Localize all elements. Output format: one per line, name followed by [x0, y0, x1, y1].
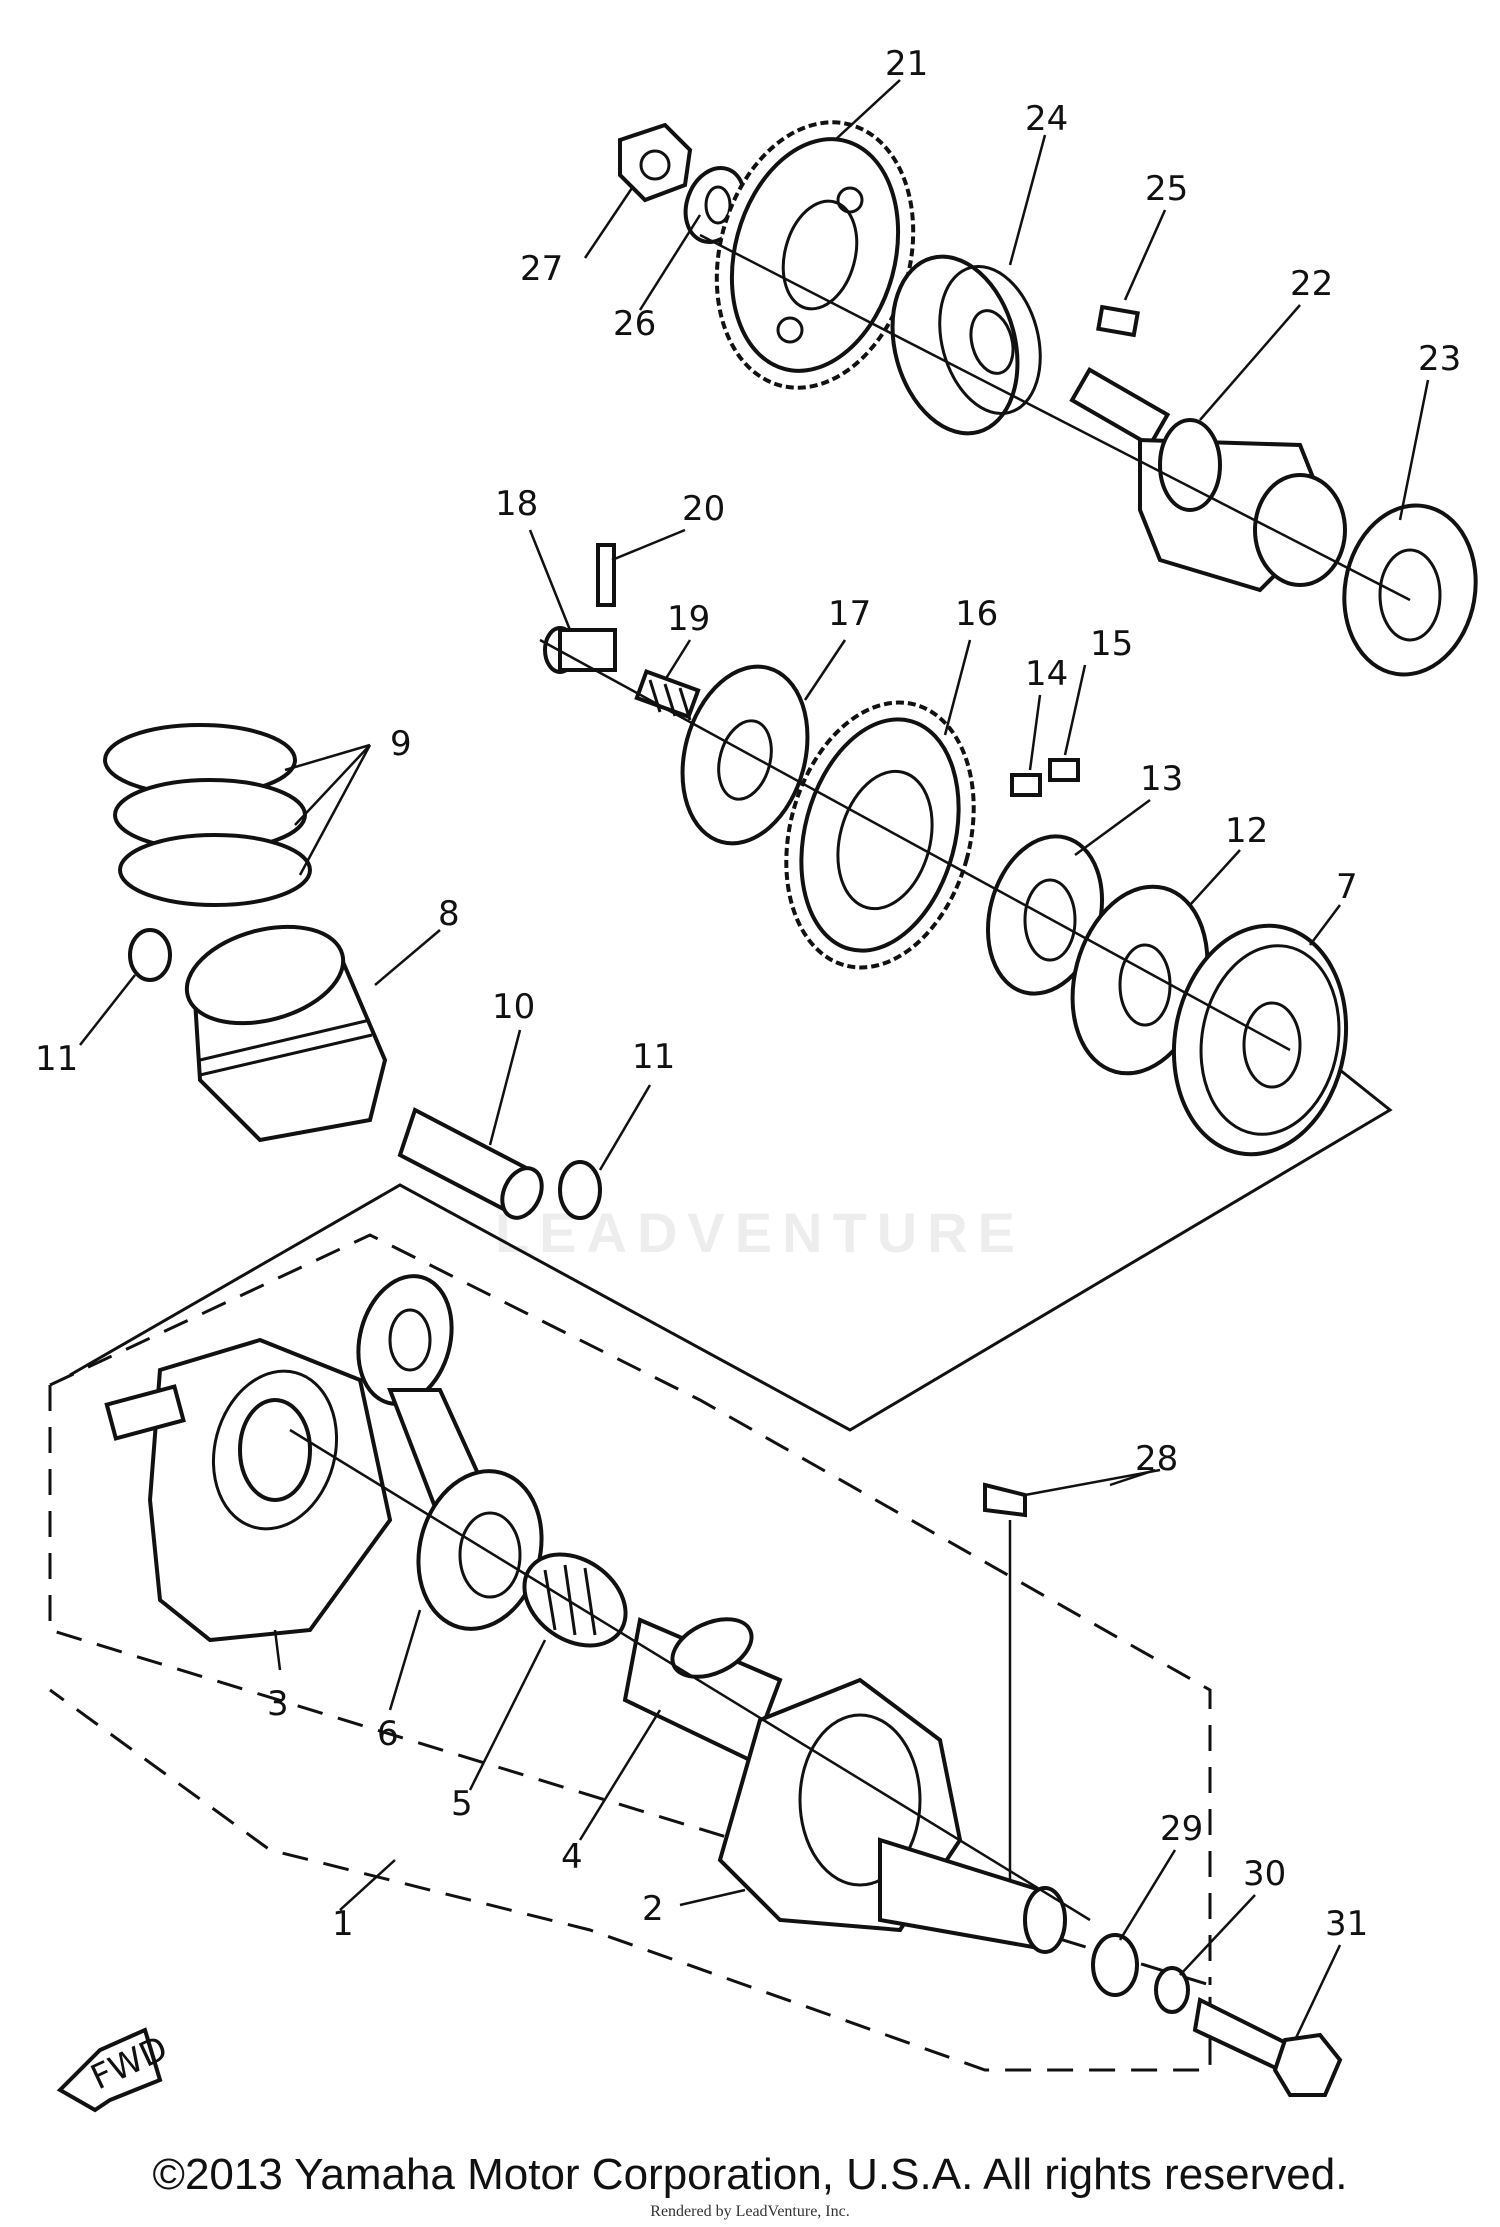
label-3: 3 — [267, 1684, 289, 1724]
label-11-right: 11 — [632, 1037, 675, 1077]
label-7: 7 — [1336, 867, 1358, 907]
label-13: 13 — [1140, 759, 1183, 799]
label-28: 28 — [1135, 1439, 1178, 1479]
rendered-by-notice: Rendered by LeadVenture, Inc. — [650, 2203, 850, 2220]
part-16-gear — [784, 700, 976, 970]
label-17: 17 — [828, 594, 871, 634]
label-22: 22 — [1290, 264, 1333, 304]
label-27: 27 — [520, 249, 563, 289]
label-10: 10 — [492, 987, 535, 1027]
crankshaft-assembly-outline — [48, 1385, 1212, 2072]
part-4-crank-pin — [622, 1617, 783, 1763]
label-12: 12 — [1225, 811, 1268, 851]
fwd-arrow-icon: FWD — [56, 2027, 174, 2113]
label-4: 4 — [561, 1837, 583, 1877]
part-21-balancer-gear — [714, 120, 916, 390]
label-23: 23 — [1418, 339, 1461, 379]
part-15-cap — [1048, 758, 1080, 782]
part-23-bearing — [1342, 503, 1478, 677]
label-30: 30 — [1243, 1854, 1286, 1894]
part-10-piston-pin — [397, 1107, 544, 1220]
label-31: 31 — [1325, 1904, 1368, 1944]
label-21: 21 — [885, 44, 928, 84]
part-31-bolt — [1192, 1997, 1343, 2097]
label-14: 14 — [1025, 654, 1068, 694]
label-20: 20 — [682, 489, 725, 529]
part-27-nut — [618, 122, 693, 203]
part-3-crank-wheel — [104, 1337, 393, 1643]
label-24: 24 — [1025, 99, 1068, 139]
label-25: 25 — [1145, 169, 1188, 209]
label-8: 8 — [438, 894, 460, 934]
watermark-text: LEADVENTURE — [494, 1201, 1026, 1264]
part-9-piston-rings — [103, 723, 312, 907]
label-2: 2 — [642, 1889, 664, 1929]
label-19: 19 — [667, 599, 710, 639]
part-24-bearing — [890, 254, 1042, 436]
copyright-notice: ©2013 Yamaha Motor Corporation, U.S.A. A… — [152, 2150, 1348, 2199]
label-15: 15 — [1090, 624, 1133, 664]
part-11-clip-right — [558, 1160, 602, 1220]
part-28-key — [983, 1482, 1027, 1518]
label-11-left: 11 — [35, 1039, 78, 1079]
balancer-group-outline — [69, 1068, 1393, 1432]
leader-lines — [79, 79, 1430, 2041]
part-19-spring — [634, 669, 701, 721]
crankshaft-assembly-outline-top — [49, 1233, 1212, 1985]
part-20-pin — [596, 543, 616, 607]
part-14-spring — [1010, 773, 1042, 797]
label-26: 26 — [613, 304, 656, 344]
part-8-piston — [184, 924, 388, 1143]
callout-labels: 1 2 3 4 5 6 7 8 9 10 11 11 12 13 14 15 1… — [35, 44, 1461, 1944]
crank-axis-line — [289, 1428, 1091, 1922]
label-29: 29 — [1160, 1809, 1203, 1849]
part-25-key — [1096, 304, 1140, 338]
label-1: 1 — [332, 1904, 354, 1944]
part-18-pin — [543, 626, 617, 674]
part-2-crank-wheel — [717, 1677, 1067, 1954]
part-7-bearing — [1171, 923, 1349, 1157]
label-5: 5 — [451, 1784, 473, 1824]
part-30-lock-washer — [1154, 1966, 1190, 2014]
part-29-washer — [1091, 1933, 1139, 1997]
balancer-axis-line — [539, 638, 1291, 1052]
part-6-connecting-rod — [356, 1274, 544, 1631]
part-11-clip-left — [128, 928, 172, 982]
label-16: 16 — [955, 594, 998, 634]
label-9: 9 — [390, 724, 412, 764]
label-6: 6 — [377, 1714, 399, 1754]
label-18: 18 — [495, 484, 538, 524]
part-5-needle-bearing — [522, 1552, 628, 1648]
part-22-balancer-shaft — [1069, 367, 1347, 593]
shaft-axis-line — [699, 233, 1411, 602]
